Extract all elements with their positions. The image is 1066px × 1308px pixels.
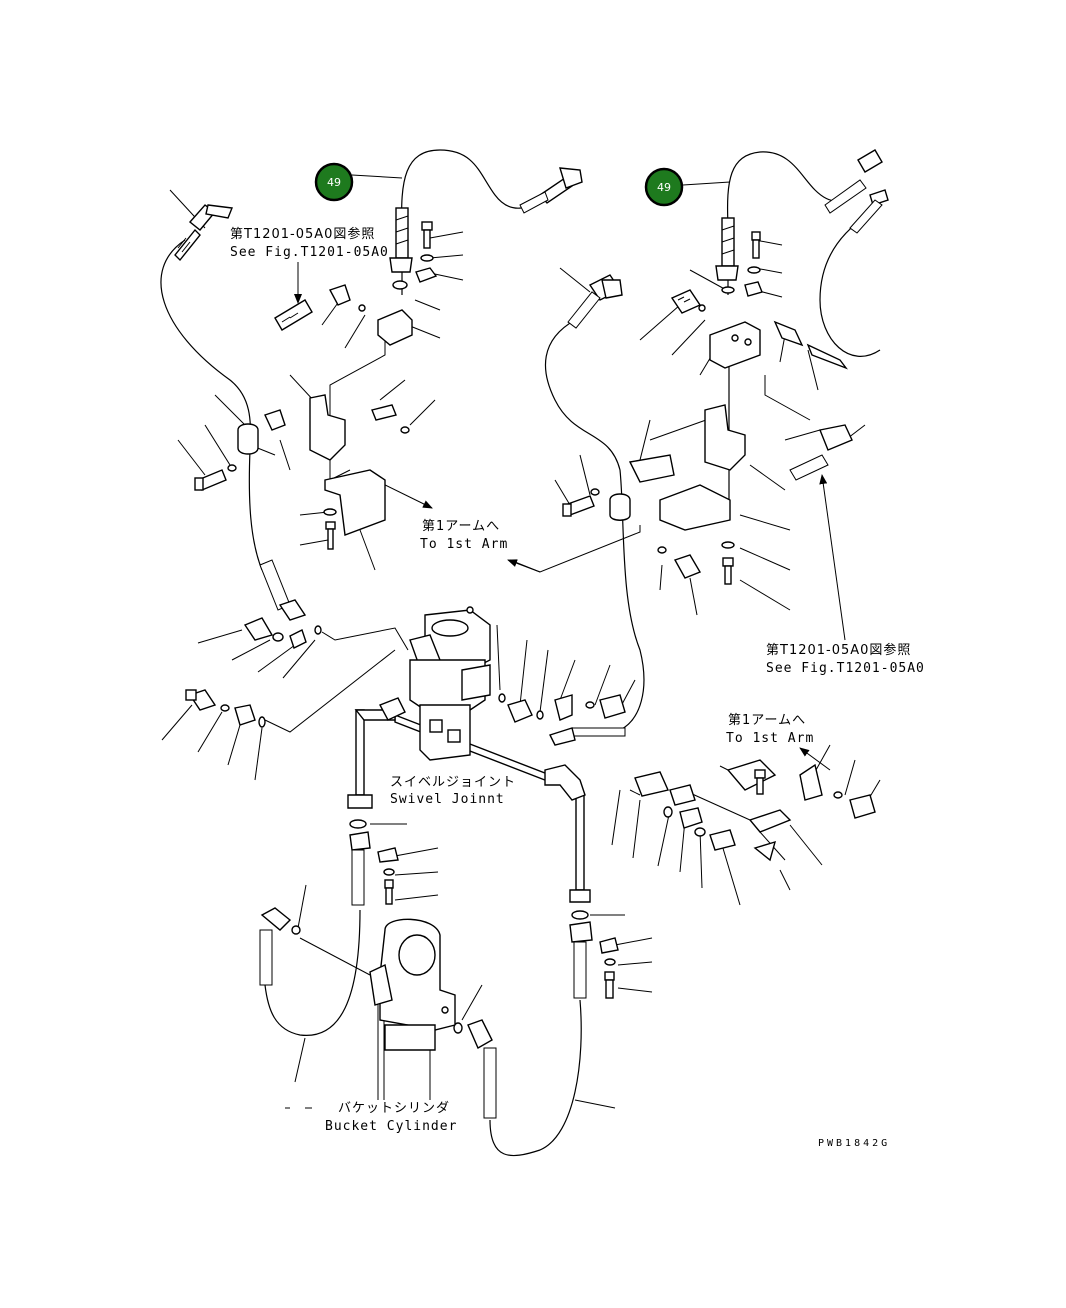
hose-right-loop	[819, 214, 881, 357]
bracket-left	[194, 394, 410, 550]
callout-49-right[interactable]: 49	[644, 167, 684, 207]
hose-end-top-center	[389, 207, 413, 273]
right-middle-parts	[634, 759, 876, 862]
hose-top-center	[401, 149, 546, 231]
hose-lines	[160, 149, 881, 1157]
to-1st-arm-b-en: To 1st Arm	[726, 731, 814, 746]
lower-right-fittings	[453, 910, 619, 1119]
pipe-flange-right	[544, 764, 591, 903]
hose-left-loop	[160, 239, 263, 571]
elbow-fitting-top-center	[519, 167, 583, 214]
swivel-right-parts	[498, 693, 626, 746]
callout-number: 49	[327, 176, 341, 189]
pipe-swivel-to-right	[394, 713, 551, 784]
to-1st-arm-a-en: To 1st Arm	[420, 537, 508, 552]
hose-top-right	[727, 151, 861, 226]
to-1st-arm-b-jp: 第1アームへ	[728, 713, 806, 728]
bucket-cylinder	[369, 918, 456, 1051]
pipe-flange-left	[347, 697, 406, 809]
swivel-joint-en: Swivel Joinnt	[390, 792, 505, 807]
callout-49-left[interactable]: 49	[314, 162, 354, 202]
callout-circle	[644, 167, 684, 207]
parts	[174, 149, 889, 1119]
left-middle-parts	[185, 689, 266, 728]
to-1st-arm-a-jp: 第1アームへ	[422, 519, 500, 534]
elbow-fitting-center	[567, 274, 623, 329]
bolts-top-center	[274, 221, 438, 346]
elbow-fitting-top-left	[174, 204, 233, 262]
swivel-joint	[409, 606, 491, 761]
see-fig-left-jp: 第T1201-05A0図参照	[230, 226, 375, 242]
elbow-fitting-top-right	[824, 149, 889, 234]
callout-number: 49	[657, 181, 671, 194]
bucket-cylinder-en: Bucket Cylinder	[325, 1119, 457, 1134]
drawing-code: PWB1842G	[818, 1138, 890, 1149]
hose-center-long	[544, 319, 645, 731]
bucket-cylinder-jp: バケットシリンダ	[338, 1101, 450, 1116]
pipe-left-vertical	[355, 709, 365, 796]
pipe-right-vertical-lower	[575, 794, 585, 891]
bracket-right	[562, 231, 853, 585]
swivel-joint-jp: スイベルジョイント	[390, 775, 516, 790]
text-labels: 第T1201-05A0図参照 See Fig.T1201-05A0 第T1201…	[230, 226, 925, 1149]
lower-left-fittings	[259, 819, 399, 986]
callout-circle	[314, 162, 354, 202]
hose-end-top-right	[715, 217, 739, 281]
see-fig-right-en: See Fig.T1201-05A0	[766, 661, 925, 676]
see-fig-right-jp: 第T1201-05A0図参照	[766, 642, 911, 658]
hose-bottom-right	[489, 999, 582, 1157]
see-fig-left-en: See Fig.T1201-05A0	[230, 245, 389, 260]
hose-fitting-left-middle	[243, 559, 322, 649]
